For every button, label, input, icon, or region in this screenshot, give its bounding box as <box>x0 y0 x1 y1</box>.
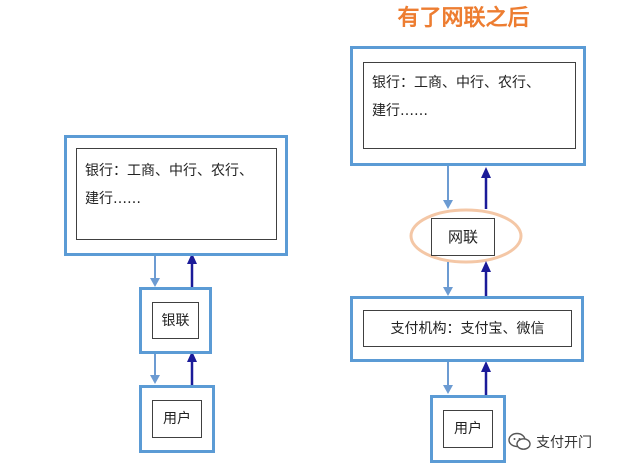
right-banks-inner: 银行：工商、中行、农行、 建行…… <box>363 62 576 149</box>
page-title: 有了网联之后 <box>397 6 530 31</box>
left-banks-box: 银行：工商、中行、农行、 建行…… <box>64 135 288 256</box>
left-banks-line1: 银行：工商、中行、农行、 <box>85 163 253 179</box>
down-arrow-head <box>150 375 160 384</box>
watermark-text: 支付开门 <box>536 435 592 451</box>
up-arrow-head <box>481 167 491 178</box>
right-banks-box: 银行：工商、中行、农行、 建行…… <box>350 46 586 166</box>
right-arrows-banks-wanglian <box>443 166 491 209</box>
down-arrow-head <box>443 200 453 209</box>
up-arrow-head <box>481 261 491 272</box>
right-payment-label: 支付机构：支付宝、微信 <box>363 310 572 347</box>
right-arrows-payment-user <box>443 361 491 395</box>
left-unionpay-box: 银联 <box>139 287 212 354</box>
left-unionpay-label: 银联 <box>152 302 199 339</box>
down-arrow-head <box>150 278 160 287</box>
left-arrows-banks-unionpay <box>150 253 197 287</box>
up-arrow-head <box>187 351 197 362</box>
left-banks-line2: 建行…… <box>85 191 141 207</box>
up-arrow-head <box>187 253 197 264</box>
up-arrow-head <box>481 361 491 372</box>
wanglian-highlight-ellipse <box>409 208 523 264</box>
right-wanglian-label: 网联 <box>431 218 495 256</box>
left-arrows-unionpay-user <box>150 351 197 385</box>
watermark: 支付开门 <box>508 429 613 455</box>
wechat-icon <box>508 432 531 450</box>
right-user-label: 用户 <box>443 410 493 448</box>
right-banks-line1: 银行：工商、中行、农行、 <box>372 75 540 91</box>
left-banks-inner: 银行：工商、中行、农行、 建行…… <box>76 148 277 240</box>
right-arrows-wanglian-payment <box>443 261 491 296</box>
right-payment-box: 支付机构：支付宝、微信 <box>350 296 584 362</box>
left-user-box: 用户 <box>139 385 215 453</box>
down-arrow-head <box>443 385 453 394</box>
down-arrow-head <box>443 287 453 296</box>
right-banks-line2: 建行…… <box>372 103 428 119</box>
right-user-box: 用户 <box>430 395 506 463</box>
left-user-label: 用户 <box>152 400 202 438</box>
